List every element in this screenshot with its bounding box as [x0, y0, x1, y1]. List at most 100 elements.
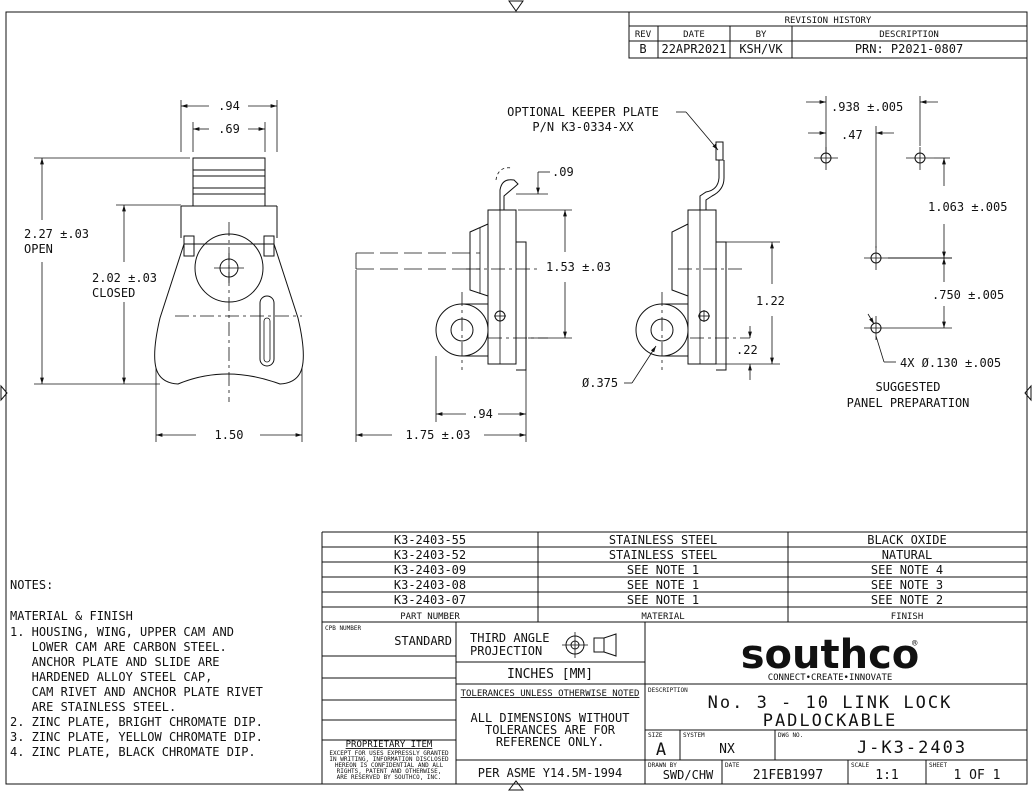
- reference-line-3: REFERENCE ONLY.: [496, 735, 604, 749]
- note-line: 1. HOUSING, WING, UPPER CAM AND: [10, 625, 234, 639]
- date-value: 22APR2021: [661, 42, 726, 56]
- proprietary-fine: EXCEPT FOR USES EXPRESSLY GRANTED: [329, 750, 449, 757]
- system-value: NX: [719, 742, 735, 757]
- notes-heading: MATERIAL & FINISH: [10, 609, 133, 623]
- finish-header: FINISH: [891, 612, 924, 622]
- part-number: K3-2403-09: [394, 563, 466, 577]
- front-height-open: 2.27 ±.03: [24, 227, 89, 241]
- description-line-2: PADLOCKABLE: [763, 711, 898, 731]
- southco-logo: southco: [741, 632, 920, 678]
- by-header: BY: [756, 30, 767, 40]
- parts-row: K3-2403-52 STAINLESS STEEL NATURAL: [394, 548, 932, 562]
- center-mark-top: [508, 0, 524, 12]
- panel-half: .47: [841, 128, 863, 142]
- rev-value: B: [639, 42, 646, 56]
- note-line: LOWER CAM ARE CARBON STEEL.: [10, 640, 227, 654]
- center-mark-left: [0, 384, 8, 402]
- panel-vertical: 1.063 ±.005: [928, 200, 1007, 214]
- notes-title: NOTES:: [10, 578, 53, 592]
- third-angle-projection-icon: [562, 632, 617, 658]
- description-label: DESCRIPTION: [648, 687, 688, 694]
- sheet-value: 1 OF 1: [954, 768, 1001, 783]
- front-open-label: OPEN: [24, 242, 53, 256]
- description-header: DESCRIPTION: [879, 30, 939, 40]
- side-height: 1.53 ±.03: [546, 260, 611, 274]
- part-finish: SEE NOTE 3: [871, 578, 943, 592]
- center-mark-right: [1024, 384, 1032, 402]
- parts-table: K3-2403-55 STAINLESS STEEL BLACK OXIDE K…: [321, 531, 1027, 784]
- brand-tagline: CONNECT•CREATE•INNOVATE: [768, 673, 893, 683]
- front-closed-label: CLOSED: [92, 286, 135, 300]
- scale-label: SCALE: [851, 762, 869, 769]
- part-number: K3-2403-55: [394, 533, 466, 547]
- center-mark-bottom: [507, 780, 525, 791]
- side-view: .09 1.53 ±.03 .94 1.75 ±.03 OPTIONAL KEE…: [355, 105, 719, 442]
- part-finish: SEE NOTE 2: [871, 593, 943, 607]
- part-material: SEE NOTE 1: [627, 563, 699, 577]
- part-number: K3-2403-08: [394, 578, 466, 592]
- part-finish: SEE NOTE 4: [871, 563, 943, 577]
- proprietary-fine: RIGHTS, PATENT AND OTHERWISE,: [337, 768, 442, 775]
- keeper-label-1: OPTIONAL KEEPER PLATE: [507, 105, 659, 119]
- panel-caption-1: SUGGESTED: [875, 380, 940, 394]
- cpb-label: CPB NUMBER: [325, 625, 362, 632]
- section-view: 1.22 .22 Ø.375: [582, 141, 785, 390]
- notes: NOTES: MATERIAL & FINISH 1. HOUSING, WIN…: [10, 578, 263, 759]
- keeper-label-2: P/N K3-0334-XX: [532, 120, 634, 134]
- part-material: SEE NOTE 1: [627, 578, 699, 592]
- size-label: SIZE: [648, 732, 663, 739]
- revision-title: REVISION HISTORY: [785, 16, 872, 26]
- front-view: .94 .69 2.27 ±.03 OPEN 2.02 ±.03 CLOSED …: [24, 99, 304, 442]
- dwg-value: J-K3-2403: [857, 738, 967, 758]
- drawn-by-label: DRAWN BY: [648, 762, 677, 769]
- part-material: STAINLESS STEEL: [609, 548, 717, 562]
- side-gap: .09: [552, 165, 574, 179]
- note-line: ARE STAINLESS STEEL.: [10, 700, 176, 714]
- rev-header: REV: [635, 30, 652, 40]
- parts-row: K3-2403-08 SEE NOTE 1 SEE NOTE 3: [394, 578, 943, 592]
- date-label: DATE: [725, 762, 740, 769]
- section-height: 1.22: [756, 294, 785, 308]
- proprietary-fine: HEREON IS CONFIDENTIAL AND ALL: [335, 762, 444, 769]
- side-width-total: 1.75 ±.03: [405, 428, 470, 442]
- sheet-label: SHEET: [929, 762, 947, 769]
- note-line: 2. ZINC PLATE, BRIGHT CHROMATE DIP.: [10, 715, 263, 729]
- drawn-by-value: SWD/CHW: [663, 768, 714, 782]
- side-width-small: .94: [471, 407, 493, 421]
- note-line: ANCHOR PLATE AND SLIDE ARE: [10, 655, 220, 669]
- tolerances-label: TOLERANCES UNLESS OTHERWISE NOTED: [461, 689, 640, 699]
- projection-line-1: THIRD ANGLE: [470, 631, 549, 645]
- registered-mark: ®: [912, 639, 918, 649]
- parts-row: K3-2403-09 SEE NOTE 1 SEE NOTE 4: [394, 563, 943, 577]
- material-header: MATERIAL: [641, 612, 684, 622]
- panel-holes: 4X Ø.130 ±.005: [900, 356, 1001, 370]
- section-diameter: Ø.375: [582, 376, 618, 390]
- scale-value: 1:1: [875, 768, 898, 783]
- system-label: SYSTEM: [683, 732, 705, 739]
- drawing-date: 21FEB1997: [753, 768, 823, 783]
- revision-history: REVISION HISTORY REV DATE BY DESCRIPTION…: [628, 11, 1028, 59]
- part-number: K3-2403-07: [394, 593, 466, 607]
- description-line-1: No. 3 - 10 LINK LOCK: [708, 693, 953, 713]
- reference-line-2: TOLERANCES ARE FOR: [485, 723, 616, 737]
- front-width-bottom: 1.50: [215, 428, 244, 442]
- front-width-inner: .69: [218, 122, 240, 136]
- part-finish: NATURAL: [882, 548, 933, 562]
- part-number-header: PART NUMBER: [400, 612, 460, 622]
- part-material: SEE NOTE 1: [627, 593, 699, 607]
- cpb-value: STANDARD: [394, 634, 452, 648]
- front-height-closed: 2.02 ±.03: [92, 271, 157, 285]
- date-header: DATE: [683, 30, 705, 40]
- proprietary-fine: IN WRITING, INFORMATION DISCLOSED: [329, 756, 449, 763]
- section-offset: .22: [736, 343, 758, 357]
- front-width-top: .94: [218, 99, 240, 113]
- parts-row: K3-2403-07 SEE NOTE 1 SEE NOTE 2: [394, 593, 943, 607]
- title-block: CPB NUMBER STANDARD PROPRIETARY ITEM EXC…: [322, 622, 1027, 784]
- note-line: HARDENED ALLOY STEEL CAP,: [10, 670, 212, 684]
- parts-row: K3-2403-55 STAINLESS STEEL BLACK OXIDE: [394, 533, 947, 547]
- panel-width: .938 ±.005: [831, 100, 903, 114]
- description-value: PRN: P2021-0807: [855, 42, 963, 56]
- note-line: 3. ZINC PLATE, YELLOW CHROMATE DIP.: [10, 730, 263, 744]
- projection-line-2: PROJECTION: [470, 644, 542, 658]
